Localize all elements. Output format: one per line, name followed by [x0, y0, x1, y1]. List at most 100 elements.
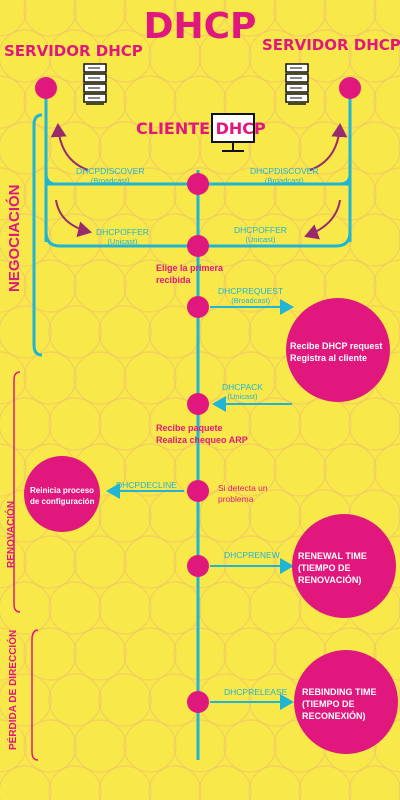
background-circle	[148, 305, 202, 359]
left-server-label: SERVIDOR DHCP	[4, 42, 143, 60]
offer-left-label: DHCPOFFER(Unicast)	[96, 227, 149, 247]
background-circle	[173, 75, 227, 129]
background-circle	[173, 167, 227, 221]
background-circle	[248, 581, 302, 635]
client-node-release	[187, 691, 209, 713]
discover-arrow-left	[50, 123, 89, 171]
background-circle	[298, 765, 352, 800]
release-label: DHCPRELEASE	[224, 687, 288, 697]
background-circle	[398, 506, 400, 526]
right-server-node	[339, 77, 361, 99]
renewal-bubble	[292, 514, 396, 618]
client-node-decline	[187, 480, 209, 502]
background-circle	[398, 782, 400, 800]
background-circle	[223, 0, 277, 37]
background-circle	[0, 397, 52, 451]
background-circle	[148, 397, 202, 451]
background-circle	[348, 765, 400, 800]
background-circle	[398, 138, 400, 158]
background-circle	[323, 0, 377, 37]
background-circle	[0, 581, 52, 635]
background-circle	[0, 305, 52, 359]
right-server-icon	[285, 63, 309, 105]
renewal-bracket	[13, 371, 21, 613]
background-circle	[73, 719, 127, 773]
background-circle	[23, 75, 77, 129]
background-circle	[0, 75, 27, 129]
background-circle	[398, 598, 400, 618]
background-circle	[0, 351, 27, 405]
background-circle	[123, 0, 177, 37]
page-title: DHCP	[143, 6, 257, 47]
background-circle	[48, 581, 102, 635]
background-circle	[273, 259, 327, 313]
renewal-phase-label: RENOVACIÓN	[6, 500, 17, 568]
background-circle	[373, 0, 400, 37]
background-circle	[98, 305, 152, 359]
negotiation-bracket	[32, 113, 43, 357]
background-circle	[298, 29, 352, 83]
background-circle	[98, 29, 152, 83]
right-server-label: SERVIDOR DHCP	[262, 36, 400, 54]
background-circle	[0, 765, 52, 800]
renew-label: DHCPRENEW	[224, 550, 280, 560]
background-circle	[23, 627, 77, 681]
left-server-icon	[83, 63, 107, 105]
background-circle	[98, 673, 152, 727]
background-circle	[398, 322, 400, 342]
background-circle	[173, 0, 227, 37]
background-circle	[23, 0, 77, 37]
background-circle	[0, 29, 52, 83]
background-circle	[123, 535, 177, 589]
background-circle	[73, 167, 127, 221]
background-circle	[398, 690, 400, 710]
background-circle	[173, 719, 227, 773]
background-circle	[348, 397, 400, 451]
background-circle	[373, 627, 400, 681]
client-node-request	[187, 296, 209, 318]
background-circle	[373, 443, 400, 497]
background-circle	[223, 167, 277, 221]
background-circle	[223, 443, 277, 497]
background-circle	[0, 213, 52, 267]
client-node-discover	[187, 173, 209, 195]
background-circle	[73, 627, 127, 681]
background-circle	[23, 719, 77, 773]
background-circle	[123, 167, 177, 221]
background-circle	[273, 0, 327, 37]
background-circle	[48, 29, 102, 83]
background-circle	[98, 765, 152, 800]
discover-right-label: DHCPDISCOVER(Broadcast)	[250, 166, 319, 186]
background-circle	[48, 765, 102, 800]
background-circle	[0, 673, 52, 727]
background-circle	[373, 259, 400, 313]
background-circle	[0, 121, 52, 175]
background-circle	[23, 167, 77, 221]
background-circle	[398, 46, 400, 66]
background-circle	[323, 443, 377, 497]
background-circle	[373, 167, 400, 221]
background-circle	[348, 29, 400, 83]
background-circle	[223, 259, 277, 313]
background-circle	[73, 259, 127, 313]
background-circle	[48, 673, 102, 727]
background-circle	[223, 535, 277, 589]
background-circle	[223, 719, 277, 773]
background-circle	[398, 230, 400, 250]
discover-left-label: DHCPDISCOVER(Broadcast)	[76, 166, 145, 186]
offer-arrow-right	[304, 199, 341, 240]
background-circle	[148, 29, 202, 83]
background-circle	[373, 719, 400, 773]
background-circle	[73, 535, 127, 589]
client-node-renew	[187, 555, 209, 577]
background-circle	[23, 259, 77, 313]
background-circle	[48, 121, 102, 175]
background-circle	[23, 535, 77, 589]
background-circle	[0, 535, 27, 589]
offer-arrow-left	[55, 199, 92, 238]
